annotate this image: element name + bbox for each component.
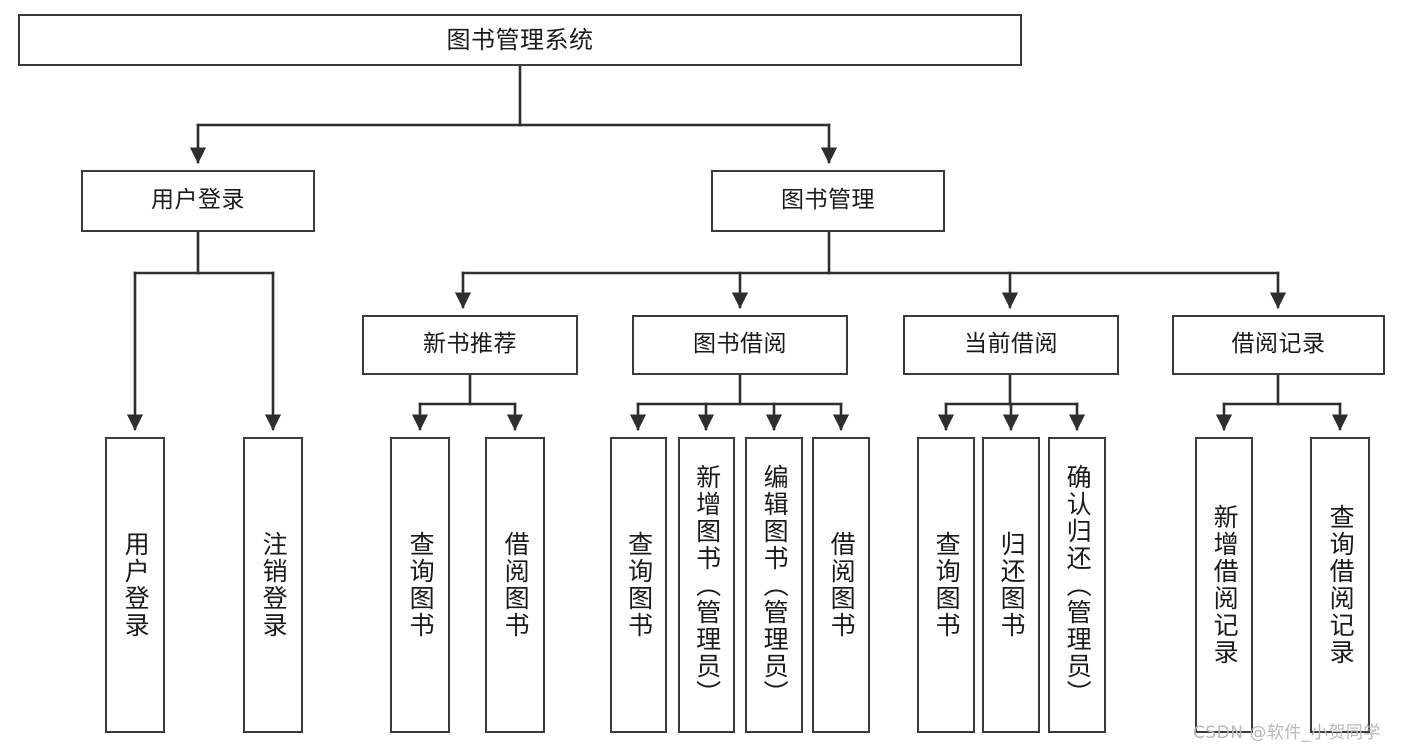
node-borrow-record[interactable]: 借阅记录 bbox=[1172, 315, 1385, 375]
node-leaf-borrow-book-2-label: 借阅图书 bbox=[827, 531, 857, 639]
node-user-login[interactable]: 用户登录 bbox=[81, 170, 315, 232]
node-leaf-logout-label: 注销登录 bbox=[259, 531, 289, 639]
node-leaf-query-record[interactable]: 查询借阅记录 bbox=[1310, 437, 1370, 733]
node-leaf-user-login-label: 用户登录 bbox=[121, 531, 151, 639]
node-leaf-return-book-label: 归还图书 bbox=[997, 531, 1027, 639]
node-leaf-add-record-label: 新增借阅记录 bbox=[1210, 504, 1240, 666]
node-leaf-query-record-label: 查询借阅记录 bbox=[1326, 504, 1356, 666]
node-leaf-borrow-book-2[interactable]: 借阅图书 bbox=[812, 437, 870, 733]
watermark: CSDN @软件_小贺同学 bbox=[1193, 723, 1381, 743]
node-leaf-edit-book-label: 编辑图书（管理员） bbox=[760, 463, 790, 707]
node-book-borrow-label: 图书借阅 bbox=[693, 331, 787, 358]
node-leaf-confirm-return-label: 确认归还（管理员） bbox=[1063, 463, 1093, 707]
node-leaf-add-book-label: 新增图书（管理员） bbox=[692, 463, 722, 707]
node-leaf-user-login[interactable]: 用户登录 bbox=[105, 437, 165, 733]
node-root-label: 图书管理系统 bbox=[446, 25, 594, 54]
node-leaf-borrow-book-1-label: 借阅图书 bbox=[501, 531, 531, 639]
node-leaf-logout[interactable]: 注销登录 bbox=[243, 437, 303, 733]
node-leaf-confirm-return[interactable]: 确认归还（管理员） bbox=[1048, 437, 1106, 733]
node-leaf-query-book-1-label: 查询图书 bbox=[406, 531, 436, 639]
node-leaf-borrow-book-1[interactable]: 借阅图书 bbox=[485, 437, 545, 733]
node-root[interactable]: 图书管理系统 bbox=[18, 14, 1022, 66]
node-current-borrow-label: 当前借阅 bbox=[964, 331, 1058, 358]
node-book-manage-label: 图书管理 bbox=[781, 187, 875, 214]
node-leaf-query-book-2-label: 查询图书 bbox=[624, 531, 654, 639]
node-current-borrow[interactable]: 当前借阅 bbox=[903, 315, 1119, 375]
node-leaf-add-book[interactable]: 新增图书（管理员） bbox=[678, 437, 735, 733]
node-book-borrow[interactable]: 图书借阅 bbox=[632, 315, 848, 375]
node-user-login-label: 用户登录 bbox=[151, 187, 245, 214]
node-leaf-return-book[interactable]: 归还图书 bbox=[982, 437, 1040, 733]
node-leaf-add-record[interactable]: 新增借阅记录 bbox=[1195, 437, 1253, 733]
node-leaf-query-book-1[interactable]: 查询图书 bbox=[390, 437, 450, 733]
node-leaf-query-book-3[interactable]: 查询图书 bbox=[917, 437, 975, 733]
node-new-book-recommend-label: 新书推荐 bbox=[423, 331, 517, 358]
node-leaf-query-book-2[interactable]: 查询图书 bbox=[610, 437, 667, 733]
node-borrow-record-label: 借阅记录 bbox=[1231, 331, 1326, 358]
node-leaf-edit-book[interactable]: 编辑图书（管理员） bbox=[745, 437, 803, 733]
node-leaf-query-book-3-label: 查询图书 bbox=[932, 531, 962, 639]
node-new-book-recommend[interactable]: 新书推荐 bbox=[362, 315, 578, 375]
node-book-manage[interactable]: 图书管理 bbox=[711, 170, 945, 232]
